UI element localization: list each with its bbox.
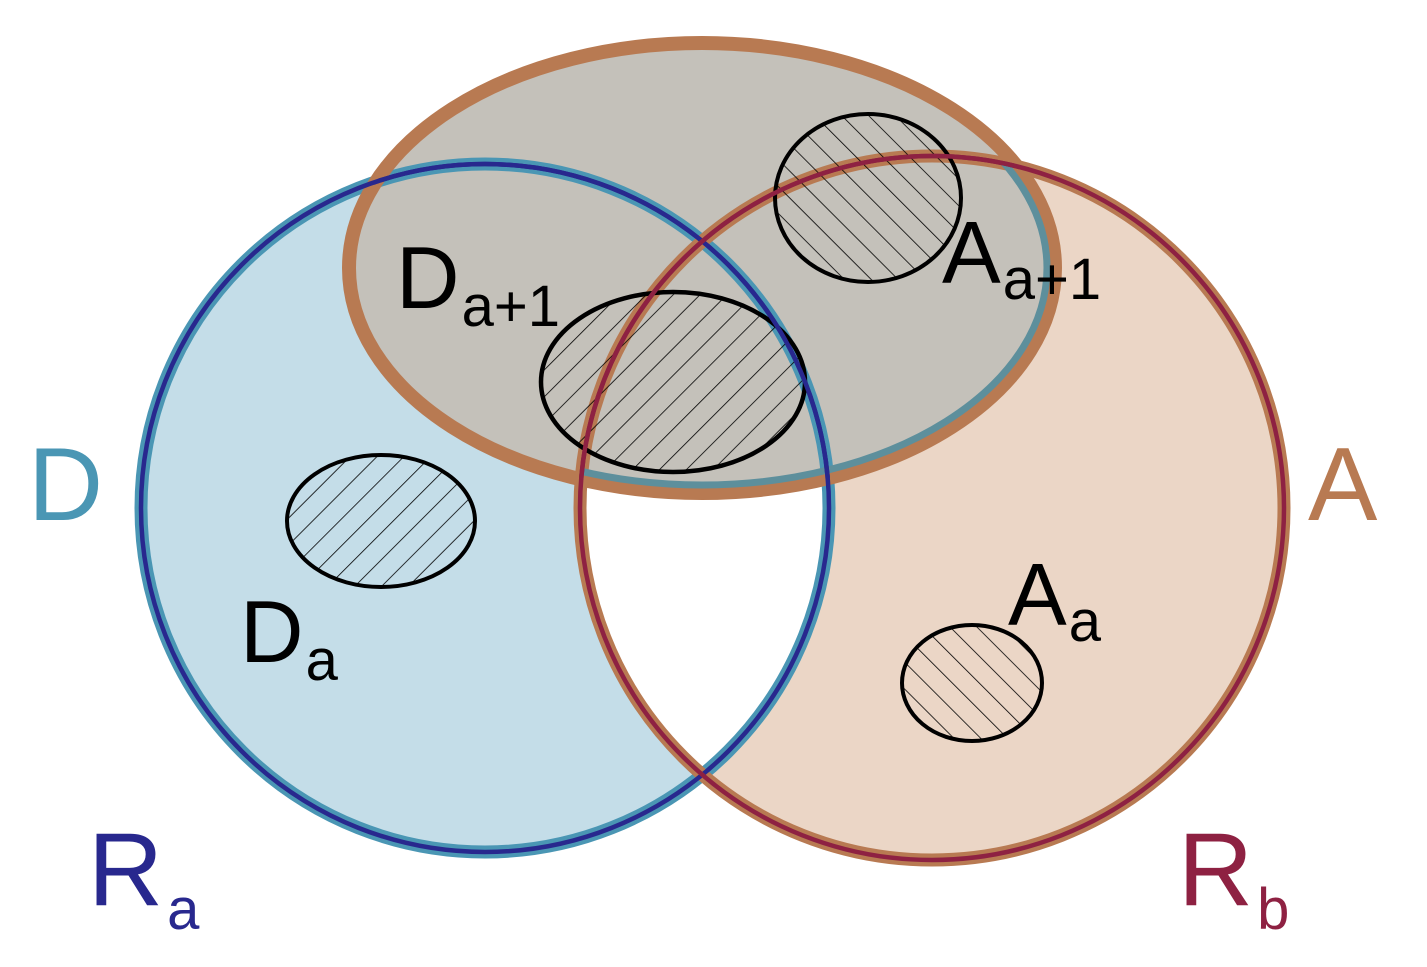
label-Aa: Aa [1008,545,1102,654]
subset-Aa [900,623,1044,743]
label-A: A [1308,427,1378,543]
subset-Da [285,453,477,589]
top-ellipse-outline [342,36,1062,500]
label-D: D [28,427,103,543]
top-ellipse-inner-outline [580,156,1051,489]
label-Aa1: Aa+1 [942,203,1101,312]
subset-Aa1 [773,112,963,284]
label-Da1: Da+1 [396,228,560,339]
label-Rb: Rb [1178,812,1289,942]
label-Ra: Ra [88,812,200,942]
label-Da: Da [240,582,339,693]
subset-Da1 [538,289,808,475]
